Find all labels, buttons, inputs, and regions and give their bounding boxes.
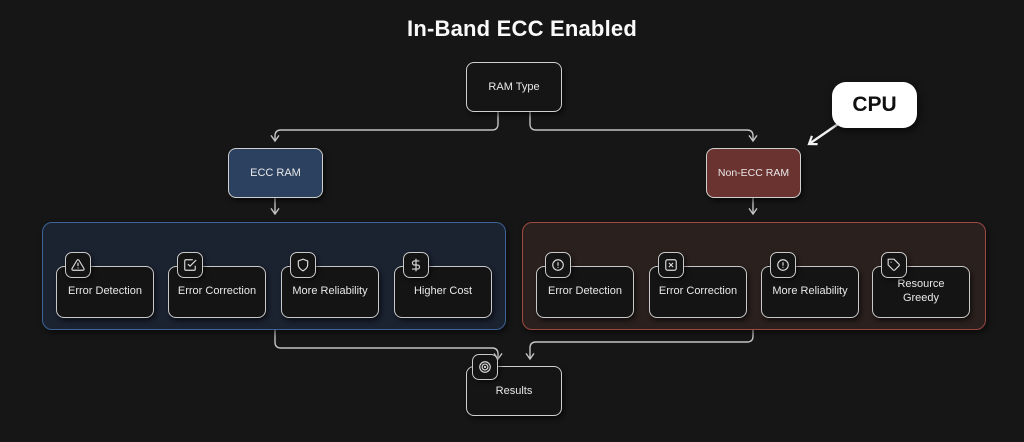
feature-label: Error Correction xyxy=(177,285,257,298)
feature-resource-greedy[interactable]: Resource Greedy xyxy=(872,266,970,318)
edge-eccgroup-results xyxy=(274,330,503,361)
node-ecc-ram-label: ECC RAM xyxy=(250,167,301,179)
feature-label: Resource Greedy xyxy=(897,278,945,304)
target-icon xyxy=(479,361,491,373)
node-ram-type-label: RAM Type xyxy=(488,81,540,93)
feature-badge xyxy=(658,252,684,278)
alert-circle-icon xyxy=(777,259,789,271)
node-ecc-ram[interactable]: ECC RAM xyxy=(228,148,323,198)
tag-icon xyxy=(887,258,900,271)
feature-label: Higher Cost xyxy=(413,285,473,298)
alert-triangle-icon xyxy=(71,259,85,271)
feature-label: Error Correction xyxy=(658,285,738,298)
feature-badge xyxy=(545,252,571,278)
feature-label: Error Detection xyxy=(68,285,142,298)
cpu-callout-label: CPU xyxy=(852,93,897,116)
feature-ecc-error-correction[interactable]: Error Correction xyxy=(168,266,266,318)
shield-icon xyxy=(297,258,309,272)
alert-circle-icon xyxy=(552,259,564,271)
x-square-icon xyxy=(665,259,677,271)
edge-noneccgroup-results xyxy=(525,330,754,361)
feature-badge xyxy=(881,252,907,278)
node-non-ecc-ram[interactable]: Non-ECC RAM xyxy=(706,148,801,198)
feature-badge xyxy=(290,252,316,278)
diagram-title: In-Band ECC Enabled xyxy=(407,16,637,41)
node-ram-type[interactable]: RAM Type xyxy=(466,62,562,112)
node-non-ecc-ram-label: Non-ECC RAM xyxy=(717,167,790,179)
feature-label: More Reliability xyxy=(772,285,848,298)
feature-higher-cost[interactable]: Higher Cost xyxy=(394,266,492,318)
feature-ecc-error-detection[interactable]: Error Detection xyxy=(56,266,154,318)
edge-ramtype-eccram xyxy=(270,112,499,143)
feature-badge xyxy=(65,252,91,278)
cpu-callout[interactable]: CPU xyxy=(832,82,917,128)
feature-badge xyxy=(770,252,796,278)
results-badge xyxy=(472,354,498,380)
check-square-icon xyxy=(184,259,197,271)
feature-badge xyxy=(403,252,429,278)
feature-label: Error Detection xyxy=(548,285,622,298)
dollar-icon xyxy=(411,258,421,272)
edge-ramtype-noneccram xyxy=(529,112,758,143)
feature-label: More Reliability xyxy=(292,285,368,298)
edge-cpu-pointer xyxy=(807,121,842,146)
node-results-label: Results xyxy=(495,385,533,397)
feature-badge xyxy=(177,252,203,278)
